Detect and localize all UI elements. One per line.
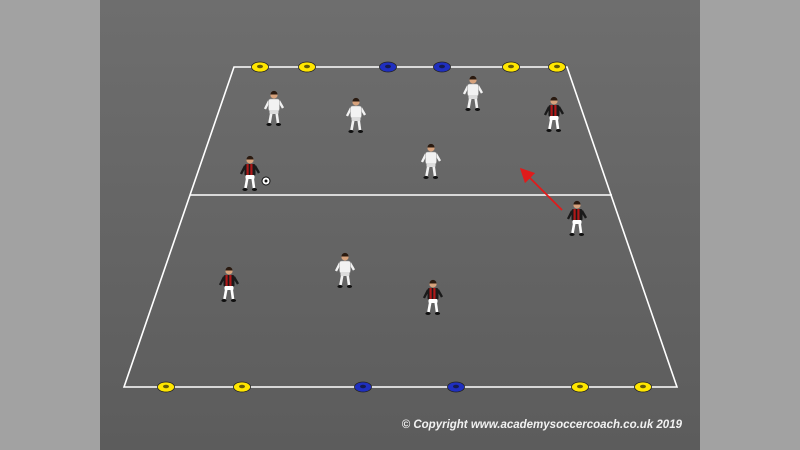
red-player-icon — [543, 96, 565, 132]
red-player-icon — [239, 155, 261, 191]
white-player-icon — [263, 90, 285, 126]
soccer-ball-icon — [261, 176, 271, 186]
white-player-icon — [420, 143, 442, 179]
cone-icon-top-blue — [379, 61, 397, 73]
red-player-icon — [566, 200, 588, 236]
cone-icon-bottom-blue — [447, 381, 465, 393]
cone-icon-top-blue — [433, 61, 451, 73]
white-player-icon — [334, 252, 356, 288]
copyright-text: © Copyright www.academysoccercoach.co.uk… — [401, 419, 682, 431]
white-player-icon — [462, 75, 484, 111]
red-player-icon — [422, 279, 444, 315]
pitch-boundary — [122, 66, 679, 388]
cone-icon-bottom-yellow — [634, 381, 652, 393]
left-side-band — [0, 0, 100, 450]
white-player-icon — [345, 97, 367, 133]
cone-icon-bottom-yellow — [157, 381, 175, 393]
players-layer — [218, 75, 588, 315]
cone-icon-top-yellow — [502, 61, 520, 73]
cone-icon-bottom-blue — [354, 381, 372, 393]
cone-icon-bottom-yellow — [571, 381, 589, 393]
cone-icon-top-yellow — [251, 61, 269, 73]
pitch-surface — [100, 0, 700, 450]
right-side-band — [700, 0, 800, 450]
movement-arrow-icon — [519, 167, 563, 211]
cone-icon-bottom-yellow — [233, 381, 251, 393]
cone-icon-top-yellow — [298, 61, 316, 73]
cones-layer — [157, 61, 652, 393]
red-player-icon — [218, 266, 240, 302]
cone-icon-top-yellow — [548, 61, 566, 73]
